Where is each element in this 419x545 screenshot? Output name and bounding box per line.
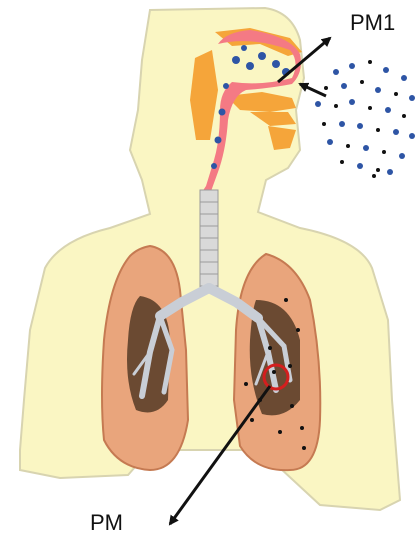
dots-cloud-icon: [315, 60, 415, 178]
arrow-into-nose: [300, 84, 326, 96]
pm-label: PM: [90, 510, 123, 536]
pm1-label: PM1: [350, 10, 395, 36]
trachea: [200, 190, 218, 290]
